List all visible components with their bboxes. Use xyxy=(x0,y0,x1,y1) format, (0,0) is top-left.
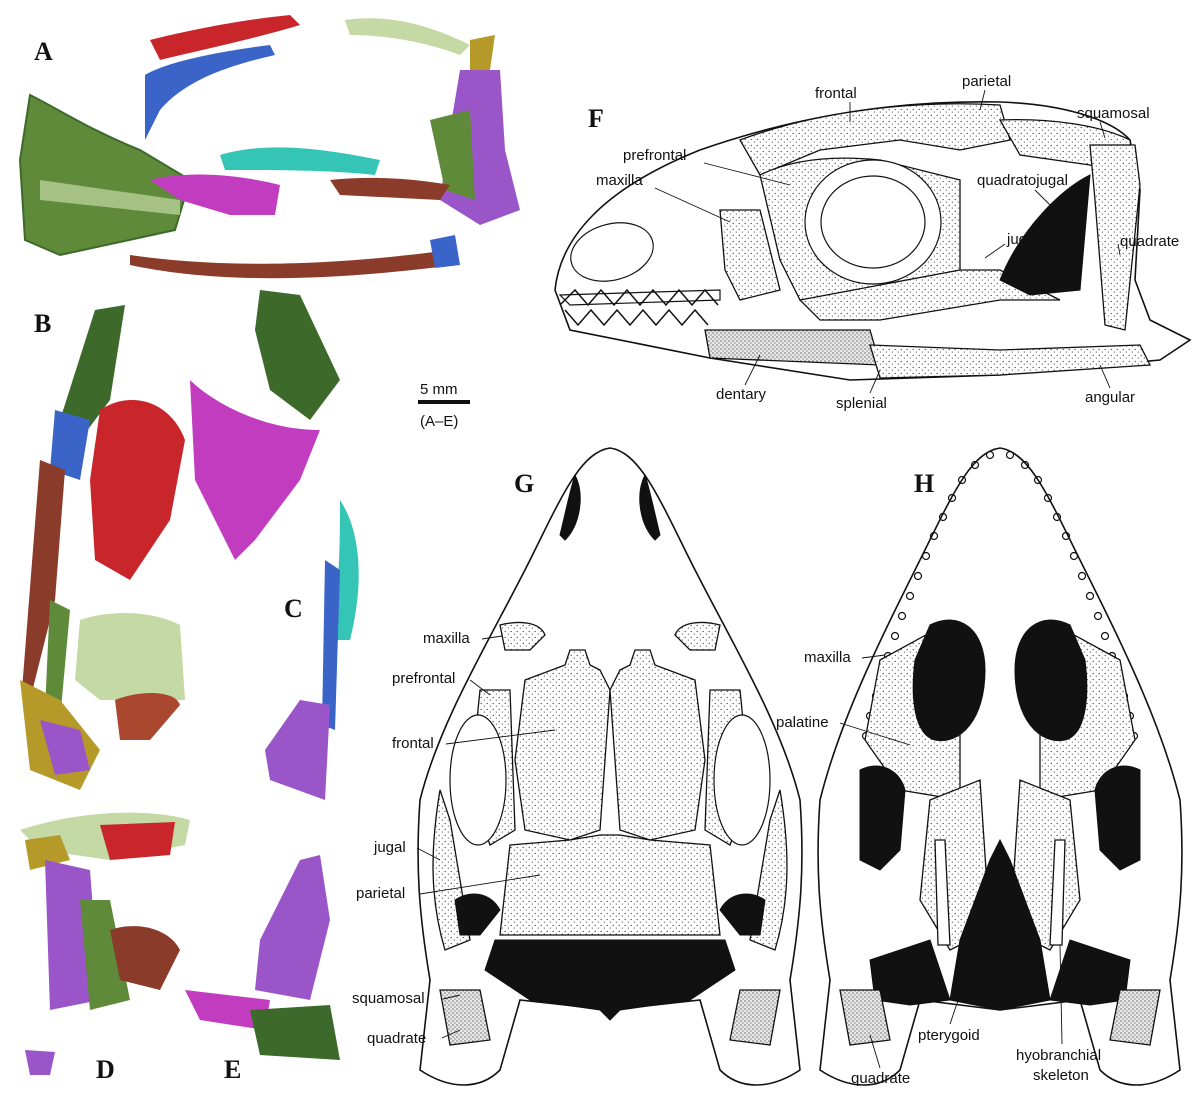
h-label-hyobranchial-2: skeleton xyxy=(1033,1067,1089,1084)
g-label-prefrontal: prefrontal xyxy=(392,670,455,687)
f-leader-maxilla xyxy=(654,187,731,223)
f-label-squamosal: squamosal xyxy=(1077,105,1150,122)
g-leader-parietal xyxy=(419,874,541,895)
g-leader-quadrate xyxy=(441,1029,461,1039)
panel-h-labels: maxilla palatine pterygoid quadrate hyob… xyxy=(776,649,1101,1087)
h-label-maxilla: maxilla xyxy=(804,649,851,666)
g-leader-frontal xyxy=(445,729,556,745)
f-label-parietal: parietal xyxy=(962,73,1011,90)
g-label-maxilla: maxilla xyxy=(423,630,470,647)
f-label-quadratojugal: quadratojugal xyxy=(977,172,1068,189)
f-leader-quadrate xyxy=(1117,243,1121,256)
scale-bar-length: 5 mm xyxy=(420,381,458,398)
f-leader-dentary xyxy=(744,354,761,386)
g-leader-prefrontal xyxy=(469,679,491,696)
f-label-splenial: splenial xyxy=(836,395,887,412)
h-label-pterygoid: pterygoid xyxy=(918,1027,980,1044)
panel-label-d: D xyxy=(96,1055,115,1084)
g-label-quadrate: quadrate xyxy=(367,1030,426,1047)
panel-label-a: A xyxy=(34,37,53,66)
f-label-maxilla: maxilla xyxy=(596,172,643,189)
f-leader-parietal xyxy=(979,89,986,111)
h-leader-palatine xyxy=(839,722,911,746)
panel-b-3d-render xyxy=(20,290,340,790)
h-label-hyobranchial-1: hyobranchial xyxy=(1016,1047,1101,1064)
h-leader-hyobranchial xyxy=(1059,944,1063,1045)
g-label-frontal: frontal xyxy=(392,735,434,752)
g-leader-jugal xyxy=(416,847,441,861)
f-label-dentary: dentary xyxy=(716,386,767,403)
g-label-jugal: jugal xyxy=(373,839,406,856)
panel-a-3d-render xyxy=(18,15,520,279)
scale-bar: 5 mm (A–E) xyxy=(418,381,470,430)
panel-label-b: B xyxy=(34,309,51,338)
h-label-quadrate: quadrate xyxy=(851,1070,910,1087)
panel-label-c: C xyxy=(284,594,303,623)
f-label-quadrate: quadrate xyxy=(1120,233,1179,250)
g-label-squamosal: squamosal xyxy=(352,990,425,1007)
panel-c-3d-render xyxy=(265,500,359,800)
f-leader-prefrontal xyxy=(703,162,791,186)
f-leader-jugal xyxy=(984,243,1006,259)
panel-h-ventral-skull xyxy=(817,447,1183,1086)
f-label-prefrontal: prefrontal xyxy=(623,147,686,164)
h-leader-quadrate xyxy=(869,1034,881,1069)
g-leader-squamosal xyxy=(442,994,461,1000)
f-leader-splenial xyxy=(869,369,881,394)
f-label-frontal: frontal xyxy=(815,85,857,102)
f-leader-squamosal xyxy=(1099,121,1106,139)
h-leader-maxilla xyxy=(861,654,886,659)
scale-bar-note: (A–E) xyxy=(420,413,458,430)
panel-g-labels: maxilla prefrontal frontal jugal parieta… xyxy=(352,630,556,1047)
panel-e-3d-render xyxy=(185,855,340,1060)
h-leader-pterygoid xyxy=(949,979,966,1025)
g-label-parietal: parietal xyxy=(356,885,405,902)
panel-f-labels: frontal parietal squamosal prefrontal ma… xyxy=(596,73,1179,412)
h-label-palatine: palatine xyxy=(776,714,829,731)
g-leader-maxilla xyxy=(481,635,503,640)
panel-label-h: H xyxy=(914,469,934,498)
panel-f-lateral-skull xyxy=(554,101,1192,381)
f-label-angular: angular xyxy=(1085,389,1135,406)
f-label-jugal: jugal xyxy=(1006,231,1039,248)
panel-label-f: F xyxy=(588,104,604,133)
panel-label-g: G xyxy=(514,469,534,498)
panel-g-dorsal-skull xyxy=(417,447,803,1086)
panel-label-e: E xyxy=(224,1055,241,1084)
f-leader-quadratojugal xyxy=(1034,189,1076,231)
panel-d-3d-render xyxy=(20,812,190,1075)
f-leader-angular xyxy=(1099,364,1111,389)
